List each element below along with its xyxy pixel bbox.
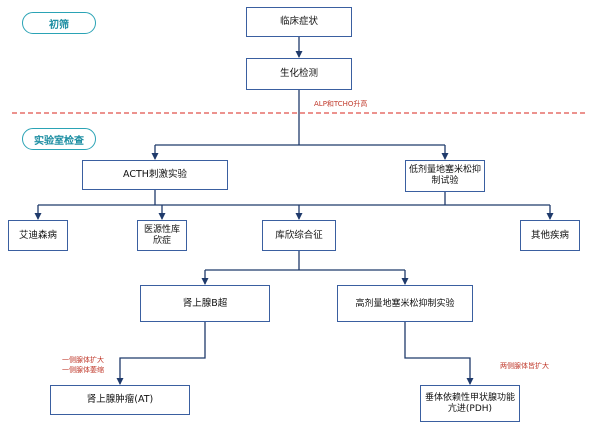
node-adrenal-tumor: 肾上腺肿瘤(AT) [50,385,190,415]
node-iatrogenic: 医源性库欣症 [137,220,187,251]
node-other-diseases: 其他疾病 [520,220,580,251]
node-biochem-test: 生化检测 [246,58,352,90]
stage-screening-label: 初筛 [22,12,96,34]
node-low-dex-test: 低剂量地塞米松抑制试验 [405,160,485,192]
node-cushing-syndrome: 库欣综合征 [262,220,336,251]
annotation-unilateral-atrophy: 一侧腺体萎缩 [62,366,104,374]
node-high-dex-test: 高剂量地塞米松抑制实验 [337,285,473,322]
node-acth-test: ACTH刺激实验 [82,160,228,190]
edge-us-at [116,322,206,385]
node-addison: 艾迪森病 [8,220,68,251]
node-adrenal-ultrasound: 肾上腺B超 [140,285,270,322]
annotation-unilateral-enlarged: 一侧腺体扩大 [62,356,104,364]
node-clinical-symptoms: 临床症状 [246,7,352,37]
annotation-alp: ALP和TCHO升高 [314,100,368,108]
annotation-bilateral-enlarged: 两侧腺体皆扩大 [500,362,549,370]
edge-highdex-pdh [404,322,474,385]
stage-lab-label: 实验室检查 [22,128,96,150]
node-pdh: 垂体依赖性甲状腺功能亢进(PDH) [420,385,520,422]
